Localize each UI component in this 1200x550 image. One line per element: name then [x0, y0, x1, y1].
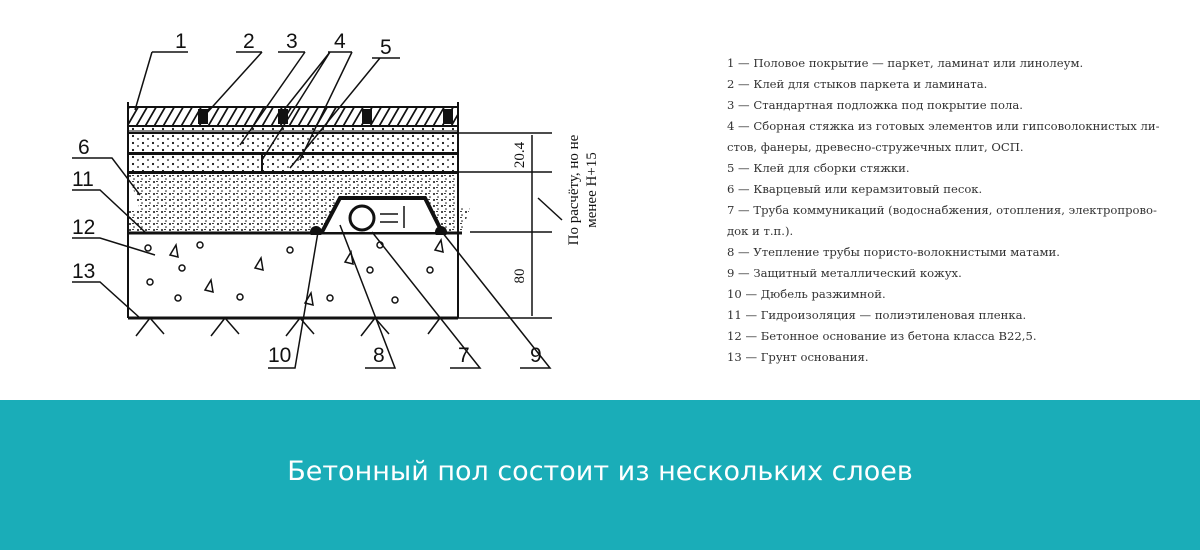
- dimension-bottom: 80: [512, 269, 528, 284]
- legend-item: док и т.п.).: [727, 224, 794, 238]
- legend-item: 1 — Половое покрытие — паркет, ламинат и…: [727, 56, 1084, 70]
- legend-item: 10 — Дюбель разжимной.: [727, 287, 886, 301]
- legend-item: 7 — Труба коммуникаций (водоснабжения, о…: [727, 203, 1157, 217]
- concrete-base-layer: [128, 235, 458, 320]
- legend-item: 9 — Защитный металлический кожух.: [727, 266, 962, 280]
- legend: 1 — Половое покрытие — паркет, ламинат и…: [727, 53, 1160, 368]
- leader-lines: [72, 51, 552, 369]
- callout-3: 3: [286, 30, 298, 53]
- thickness-note-line2: менее Н+15: [584, 152, 600, 228]
- legend-item: 8 — Утепление трубы пористо-волокнистыми…: [727, 245, 1060, 259]
- callout-10: 10: [268, 344, 291, 367]
- callout-5: 5: [380, 36, 392, 59]
- callout-11: 11: [72, 168, 94, 191]
- callout-12: 12: [72, 216, 95, 239]
- legend-item: 11 — Гидроизоляция — полиэтиленовая плен…: [727, 308, 1027, 322]
- pipe-casing: [310, 196, 447, 238]
- legend-item: 2 — Клей для стыков паркета и ламината.: [727, 77, 988, 91]
- callout-4: 4: [334, 30, 346, 53]
- screed-lower-layer: [127, 153, 459, 173]
- legend-item: 5 — Клей для сборки стяжки.: [727, 161, 910, 175]
- callout-2: 2: [243, 30, 255, 53]
- legend-item: стов, фанеры, древесно-стружечных плит, …: [727, 140, 1024, 154]
- screed-upper-layer: [127, 132, 459, 154]
- pipe: [348, 204, 376, 232]
- ground-hatching: [135, 317, 441, 337]
- caption-banner: Бетонный пол состоит из нескольких слоев: [0, 400, 1200, 550]
- legend-item: 12 — Бетонное основание из бетона класса…: [727, 329, 1037, 343]
- legend-item: 4 — Сборная стяжка из готовых элементов …: [727, 119, 1160, 133]
- underlay-layer: [127, 125, 459, 132]
- dimension-lines: [458, 132, 563, 319]
- callout-9: 9: [530, 344, 542, 367]
- callout-8: 8: [373, 344, 385, 367]
- legend-item: 3 — Стандартная подложка под покрытие по…: [727, 98, 1023, 112]
- callout-7: 7: [458, 344, 470, 367]
- thickness-note-line1: По расчёту, но не: [566, 134, 582, 245]
- floor-layers-diagram: 20.4 80 По расчёту, но не менее Н+15 1 2…: [72, 30, 600, 369]
- legend-item: 6 — Кварцевый или керамзитовый песок.: [727, 182, 983, 196]
- callout-1: 1: [175, 30, 187, 53]
- legend-item: 13 — Грунт основания.: [727, 350, 869, 364]
- callout-13: 13: [72, 260, 95, 283]
- caption-title: Бетонный пол состоит из нескольких слоев: [287, 456, 913, 487]
- dimension-top: 20.4: [512, 141, 528, 168]
- callout-6: 6: [78, 136, 90, 159]
